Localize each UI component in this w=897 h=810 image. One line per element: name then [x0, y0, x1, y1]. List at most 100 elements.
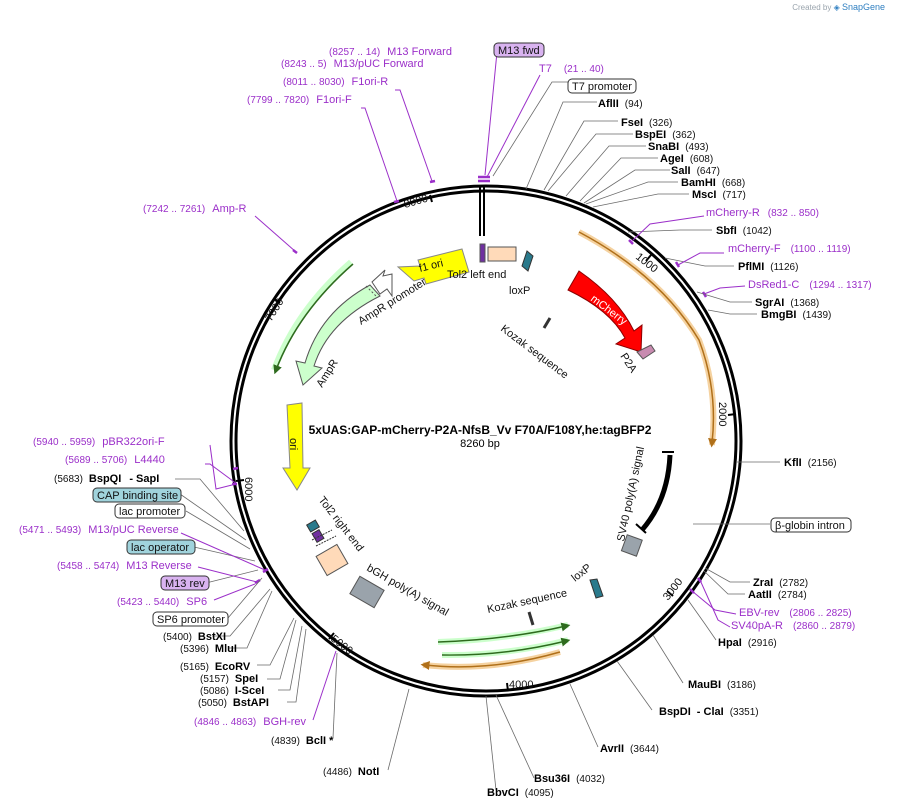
- box-beta-globin-intron[interactable]: β-globin intron: [770, 517, 852, 533]
- enzyme-bcli[interactable]: (4839)BclI *: [271, 735, 334, 747]
- mcherry-feature[interactable]: mCherry: [567, 270, 643, 353]
- tol2-left-end-feature[interactable]: Tol2 left end: [447, 243, 517, 281]
- enzyme-sgrai[interactable]: SgrAI(1368): [755, 297, 819, 309]
- enzyme-i-scei[interactable]: (5086)I-SceI: [200, 685, 264, 697]
- enzyme-maubi[interactable]: MauBI(3186): [688, 679, 756, 691]
- tick-label-2000: 2000: [716, 402, 728, 426]
- loxp-top-feature[interactable]: loxP: [509, 250, 534, 297]
- primer-m13-puc-reverse[interactable]: (5471 .. 5493)M13/pUC Reverse: [19, 524, 179, 536]
- kozak-top-label: Kozak sequence: [498, 323, 570, 382]
- box-cap-binding-site[interactable]: CAP binding site: [92, 487, 182, 503]
- tol2-right-end-label: Tol2 right end: [316, 494, 366, 553]
- enzyme-zrai[interactable]: ZraI(2782): [753, 577, 808, 589]
- enzyme-sbfi[interactable]: SbfI(1042): [716, 225, 772, 237]
- enzyme-msci[interactable]: MscI(717): [692, 189, 746, 201]
- box-t7-promoter-text: T7 promoter: [572, 81, 632, 93]
- primer-sp6[interactable]: (5423 .. 5440)SP6: [117, 596, 207, 608]
- right-enzyme-labels: AflII(94) FseI(326) BspEI(362) SnaBI(493…: [487, 98, 837, 799]
- enzyme-bspqi-sapi[interactable]: (5683)BspQI- SapI: [54, 473, 159, 485]
- enzyme-fsei[interactable]: FseI(326): [621, 117, 672, 129]
- box-lac-operator-text: lac operator: [131, 542, 189, 554]
- primer-amp-r[interactable]: (7242 .. 7261)Amp-R: [143, 203, 247, 215]
- primer-mcherry-f[interactable]: mCherry-F(1100 .. 1119): [728, 243, 851, 255]
- enzyme-pflmi[interactable]: PflMI(1126): [738, 261, 798, 273]
- boxed-labels: M13 fwd T7 promoter CAP binding site lac…: [92, 42, 852, 627]
- box-beta-globin-intron-text: β-globin intron: [775, 520, 845, 532]
- enzyme-bmgbi[interactable]: BmgBI(1439): [761, 309, 831, 321]
- left-enzyme-labels: (5683)BspQI- SapI (5400)BstXI (5396)MluI…: [54, 473, 379, 778]
- enzyme-bspei[interactable]: BspEI(362): [635, 129, 696, 141]
- kozak-bottom-feature[interactable]: Kozak sequence: [486, 587, 568, 626]
- enzyme-noti[interactable]: (4486)NotI: [323, 766, 379, 778]
- enzyme-bstapi[interactable]: (5050)BstAPI: [198, 697, 269, 709]
- enzyme-mlui[interactable]: (5396)MluI: [180, 643, 237, 655]
- enzyme-bspdi-clai[interactable]: BspDI- ClaI(3351): [659, 706, 759, 718]
- box-m13-fwd[interactable]: M13 fwd: [493, 42, 545, 58]
- enzyme-kfli[interactable]: KflI(2156): [784, 457, 837, 469]
- box-sp6-promoter-text: SP6 promoter: [157, 614, 225, 626]
- loxp-bottom-feature[interactable]: loxP: [569, 562, 604, 599]
- box-m13-rev[interactable]: M13 rev: [160, 575, 210, 591]
- primer-mcherry-r[interactable]: mCherry-R(832 .. 850): [706, 207, 819, 219]
- enzyme-snabi[interactable]: SnaBI(493): [648, 141, 709, 153]
- tick-label-4000: 4000: [509, 679, 533, 691]
- tick-label-7000: 7000: [263, 296, 286, 323]
- bgh-feature[interactable]: bGH poly(A) signal: [349, 562, 451, 619]
- primer-m13-reverse[interactable]: (5458 .. 5474)M13 Reverse: [57, 560, 192, 572]
- ampr-label: AmpR: [314, 357, 340, 389]
- box-m13-rev-text: M13 rev: [165, 578, 205, 590]
- primer-l4440[interactable]: (5689 .. 5706)L4440: [65, 454, 165, 466]
- primer-f1ori-f[interactable]: (7799 .. 7820)F1ori-F: [247, 94, 352, 106]
- primer-f1ori-r[interactable]: (8011 .. 8030)F1ori-R: [283, 76, 388, 88]
- f1-ori-feature[interactable]: f1 ori: [396, 248, 470, 285]
- tick-label-5000: 5000: [328, 633, 355, 658]
- f1-ori-label: f1 ori: [418, 257, 445, 275]
- top-backbone-marks: [479, 186, 485, 236]
- primer-m13-forward[interactable]: (8257 .. 14)M13 Forward: [329, 46, 452, 58]
- enzyme-bstxi[interactable]: (5400)BstXI: [163, 631, 226, 643]
- enzyme-spei[interactable]: (5157)SpeI: [200, 673, 258, 685]
- enzyme-ecorv[interactable]: (5165)EcoRV: [180, 661, 251, 673]
- credit-text: Created by: [792, 3, 832, 12]
- enzyme-avrii[interactable]: AvrII(3644): [600, 743, 659, 755]
- primer-t7[interactable]: T7(21 .. 40): [539, 63, 604, 75]
- primer-dsred1-c[interactable]: DsRed1-C(1294 .. 1317): [748, 279, 872, 291]
- enzyme-aflii[interactable]: AflII(94): [598, 98, 643, 110]
- enzyme-bbvci[interactable]: BbvCI(4095): [487, 787, 554, 799]
- tick-label-8000: 8000: [403, 193, 430, 211]
- inner-arrows: [271, 229, 717, 670]
- box-lac-operator[interactable]: lac operator: [126, 539, 196, 555]
- enzyme-bamhi[interactable]: BamHI(668): [681, 177, 745, 189]
- enzyme-agei[interactable]: AgeI(608): [660, 153, 713, 165]
- enzyme-hpai[interactable]: HpaI(2916): [718, 637, 777, 649]
- box-sp6-promoter[interactable]: SP6 promoter: [152, 611, 229, 627]
- snapgene-credit: Created by ◈ SnapGene: [792, 2, 885, 12]
- box-cap-binding-site-text: CAP binding site: [97, 490, 178, 502]
- ampr-feature[interactable]: AmpR: [295, 284, 381, 390]
- kozak-top-feature[interactable]: Kozak sequence: [498, 317, 570, 382]
- ori-feature[interactable]: ori: [282, 402, 311, 491]
- enzyme-aatii[interactable]: AatII(2784): [748, 589, 807, 601]
- tol2-right-end-feature[interactable]: Tol2 right end: [305, 494, 366, 577]
- tol2-left-end-label: Tol2 left end: [447, 269, 506, 281]
- snapgene-logo-icon: ◈: [833, 3, 840, 12]
- sv40-feature[interactable]: SV40 poly(A) signal: [615, 446, 674, 557]
- primer-sv40pa-r[interactable]: SV40pA-R(2860 .. 2879): [731, 620, 855, 632]
- leader-lines: [175, 81, 780, 791]
- box-lac-promoter[interactable]: lac promoter: [114, 503, 186, 519]
- box-m13-fwd-text: M13 fwd: [498, 45, 540, 57]
- primer-ebv-rev[interactable]: EBV-rev(2806 .. 2825): [739, 607, 852, 619]
- primer-m13-puc-forward[interactable]: (8243 .. 5)M13/pUC Forward: [281, 58, 423, 70]
- kozak-bottom-label: Kozak sequence: [486, 587, 568, 616]
- loxp-top-label: loxP: [509, 285, 530, 297]
- box-t7-promoter[interactable]: T7 promoter: [567, 78, 637, 94]
- enzyme-sali[interactable]: SalI(647): [671, 165, 720, 177]
- tick-label-6000: 6000: [242, 477, 254, 501]
- primer-pbr322ori-f[interactable]: (5940 .. 5959)pBR322ori-F: [33, 436, 165, 448]
- enzyme-bsu36i[interactable]: Bsu36I(4032): [534, 773, 605, 785]
- plasmid-length: 8260 bp: [460, 438, 500, 450]
- p2a-label: P2A: [617, 351, 639, 376]
- credit-brand: SnapGene: [841, 2, 885, 12]
- primer-bgh-rev[interactable]: (4846 .. 4863)BGH-rev: [194, 716, 307, 728]
